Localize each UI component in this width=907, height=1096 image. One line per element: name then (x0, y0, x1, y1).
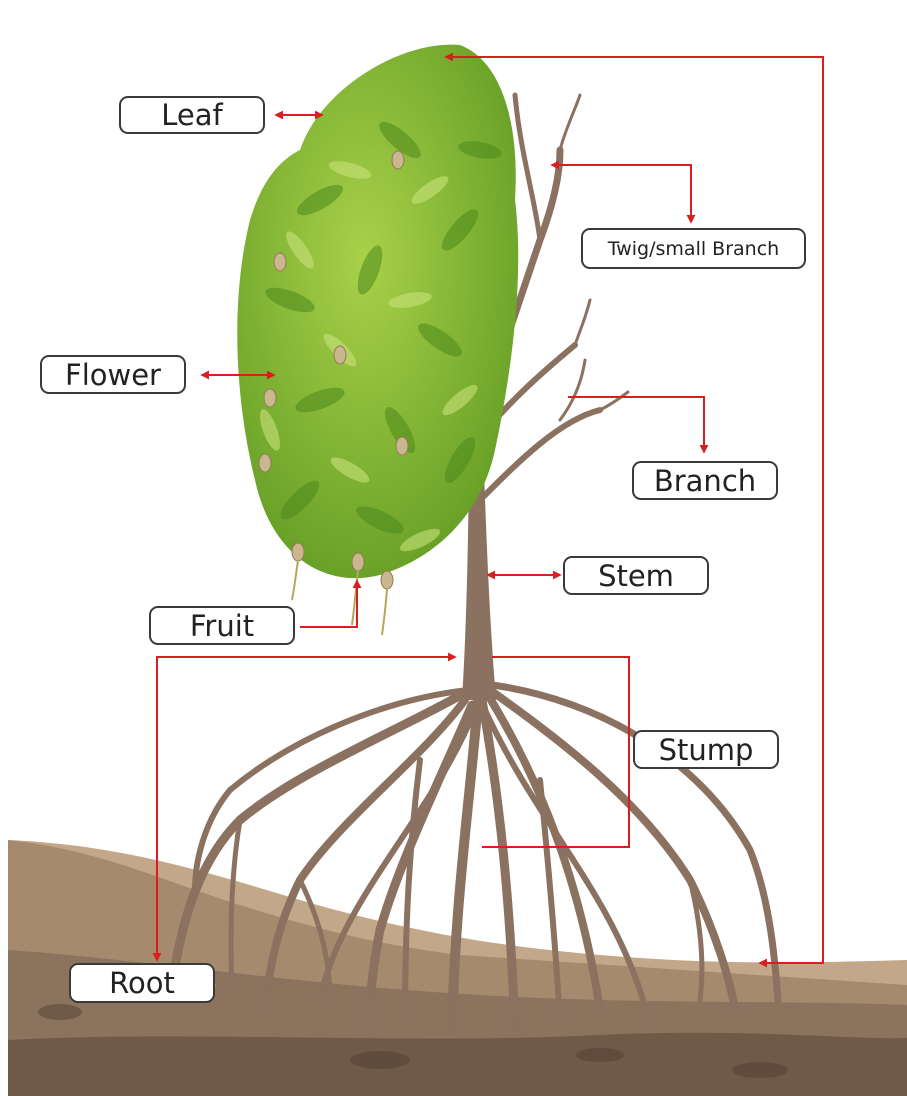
twig-label: Twig/small Branch (581, 228, 806, 269)
flower-label: Flower (40, 355, 186, 394)
root-label: Root (69, 963, 215, 1003)
stump-label: Stump (633, 730, 779, 769)
fruit-pointer (300, 581, 357, 627)
leaf-label: Leaf (119, 96, 265, 134)
stem-label: Stem (563, 556, 709, 595)
branch-label: Branch (632, 461, 778, 500)
twig-pointer (552, 165, 691, 222)
fruit-label: Fruit (149, 606, 295, 645)
branch-pointer (568, 397, 704, 452)
